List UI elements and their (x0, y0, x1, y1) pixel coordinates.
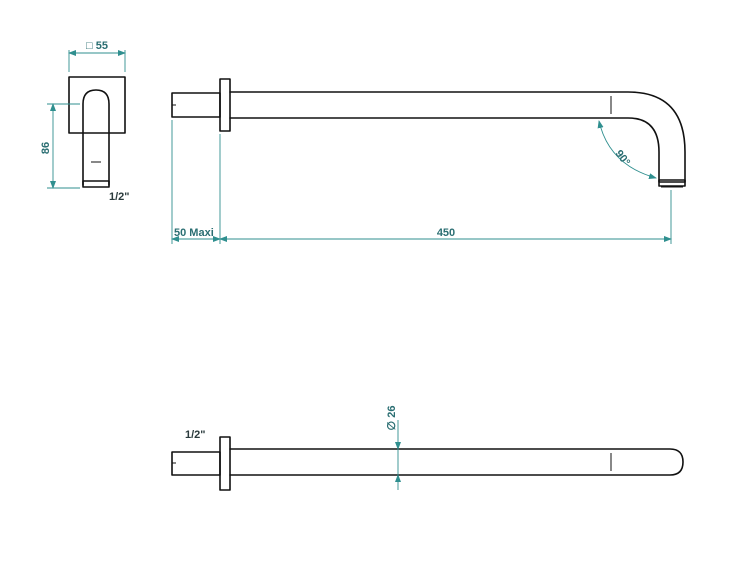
plan-thread-label: 1/2" (185, 429, 206, 441)
front-view: 90° 50 Maxi 450 (171, 78, 686, 244)
front-thread-nut (658, 179, 686, 187)
side-arm-body (82, 89, 110, 186)
length-label: 450 (437, 227, 455, 239)
side-wall-flange (68, 76, 126, 134)
angle-label: 90° (613, 148, 633, 169)
depth-label: 50 Maxi (174, 227, 214, 239)
plan-wall-flange (219, 436, 231, 491)
width-label: □ 55 (86, 40, 108, 52)
plan-threaded-stub (171, 451, 221, 476)
plan-arm-tube (229, 448, 684, 476)
side-thread-label: 1/2" (109, 191, 130, 203)
front-arm-tube (229, 91, 686, 183)
height-label: 86 (40, 142, 52, 154)
side-thread-nut (82, 180, 110, 188)
front-wall-flange (219, 78, 231, 132)
side-view: □ 55 86 1/2" (40, 40, 130, 203)
plan-view: ∅ 26 1/2" (171, 406, 684, 491)
angle-arc (597, 120, 657, 180)
diameter-label: ∅ 26 (386, 406, 398, 431)
front-threaded-stub (171, 92, 221, 118)
